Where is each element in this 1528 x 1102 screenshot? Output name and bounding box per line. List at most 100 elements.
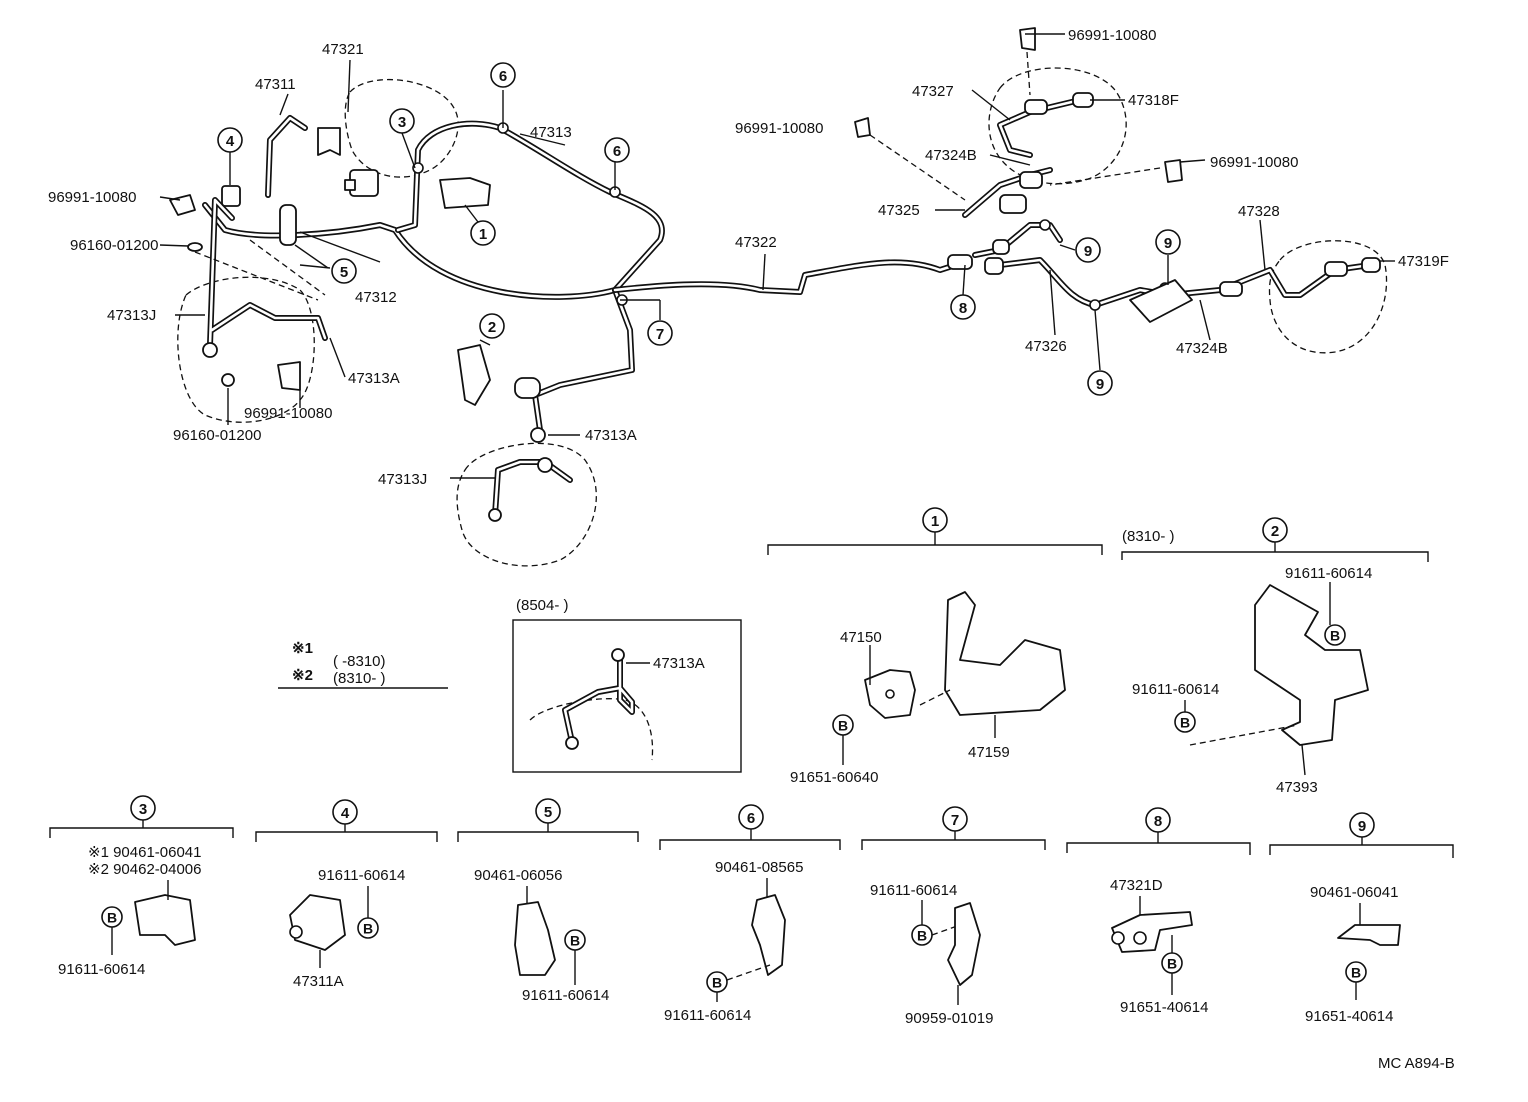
label-96160-bottom: 96160-01200 bbox=[173, 427, 261, 444]
g8-91651: 91651-40614 bbox=[1120, 999, 1208, 1016]
note1-mark: ※1 bbox=[292, 640, 313, 657]
g3-note2: ※2 90462-04006 bbox=[88, 861, 202, 878]
note2-mark: ※2 bbox=[292, 667, 313, 684]
svg-text:7: 7 bbox=[656, 326, 664, 343]
svg-text:6: 6 bbox=[613, 143, 621, 160]
label-47322: 47322 bbox=[735, 234, 777, 251]
svg-text:3: 3 bbox=[139, 801, 147, 818]
callout-6a: 6 bbox=[490, 62, 516, 88]
brake-pipes bbox=[202, 97, 1373, 518]
label-47324B-bottom: 47324B bbox=[1176, 340, 1228, 357]
svg-text:4: 4 bbox=[226, 133, 235, 150]
svg-text:1: 1 bbox=[931, 513, 939, 530]
group-3: 3 ※1 90461-06041 ※2 90462-04006 91611-60… bbox=[49, 795, 234, 978]
g4-91611: 91611-60614 bbox=[318, 867, 405, 884]
group-7: 7 91611-60614 90959-01019 bbox=[861, 806, 1046, 1027]
g2-91611-b: 91611-60614 bbox=[1132, 681, 1219, 698]
label-96991-bottom: 96991-10080 bbox=[244, 405, 332, 422]
label-47326: 47326 bbox=[1025, 338, 1067, 355]
wheel-outline-center bbox=[456, 442, 597, 567]
wheel-outline-rear-top bbox=[988, 67, 1127, 185]
g3-91611: 91611-60614 bbox=[58, 961, 145, 978]
g5-90461: 90461-06056 bbox=[474, 867, 562, 884]
g3-note1: ※1 90461-06041 bbox=[88, 844, 202, 861]
g1-47150: 47150 bbox=[840, 629, 882, 646]
main-part-labels: 47321 47311 47313 96991-10080 96160-0120… bbox=[48, 27, 1449, 488]
label-47318F: 47318F bbox=[1128, 92, 1179, 109]
note1-range: ( -8310) bbox=[333, 653, 386, 670]
g6-90461: 90461-08565 bbox=[715, 859, 803, 876]
label-47321: 47321 bbox=[322, 41, 364, 58]
callout-9a: 9 bbox=[1075, 237, 1101, 263]
label-47324B-top: 47324B bbox=[925, 147, 977, 164]
svg-text:9: 9 bbox=[1096, 376, 1104, 393]
g1-47159: 47159 bbox=[968, 744, 1010, 761]
label-47313J-center: 47313J bbox=[378, 471, 427, 488]
svg-text:9: 9 bbox=[1164, 235, 1172, 252]
callouts: 4 3 6 6 1 5 2 7 8 9 9 9 bbox=[217, 62, 1181, 396]
callout-2: 2 bbox=[479, 313, 505, 339]
callout-9c: 9 bbox=[1087, 370, 1113, 396]
svg-text:9: 9 bbox=[1084, 243, 1092, 260]
g6-91611: 91611-60614 bbox=[664, 1007, 751, 1024]
label-96991-top: 96991-10080 bbox=[1068, 27, 1156, 44]
leader-lines bbox=[159, 33, 1395, 479]
wheel-outline-rear-right bbox=[1268, 240, 1388, 354]
svg-text:6: 6 bbox=[499, 68, 507, 85]
label-47327: 47327 bbox=[912, 83, 954, 100]
svg-text:5: 5 bbox=[340, 264, 348, 281]
callout-1: 1 bbox=[470, 220, 496, 246]
callout-5: 5 bbox=[331, 258, 357, 284]
wheel-outline-front bbox=[344, 79, 459, 178]
diagram-code: MC A894-B bbox=[1378, 1055, 1455, 1072]
label-47312: 47312 bbox=[355, 289, 397, 306]
inset-range: (8504- ) bbox=[516, 597, 569, 614]
svg-text:4: 4 bbox=[341, 805, 350, 822]
svg-text:1: 1 bbox=[479, 226, 487, 243]
label-47328: 47328 bbox=[1238, 203, 1280, 220]
label-96160-left: 96160-01200 bbox=[70, 237, 158, 254]
callout-3: 3 bbox=[389, 108, 415, 134]
svg-text:7: 7 bbox=[951, 812, 959, 829]
group-6: 6 90461-08565 91611-60614 bbox=[659, 804, 841, 1024]
g5-91611: 91611-60614 bbox=[522, 987, 609, 1004]
label-47313A-center: 47313A bbox=[585, 427, 637, 444]
group-8: 8 47321D 91651-40614 bbox=[1066, 807, 1251, 1016]
callout-8: 8 bbox=[950, 294, 976, 320]
g2-47393: 47393 bbox=[1276, 779, 1318, 796]
label-47313A-left: 47313A bbox=[348, 370, 400, 387]
callout-6b: 6 bbox=[604, 137, 630, 163]
g2-91611-a: 91611-60614 bbox=[1285, 565, 1372, 582]
group-5: 5 90461-06056 91611-60614 bbox=[457, 798, 639, 1004]
group-2: (8310- ) 2 91611-60614 91611-60614 47393 bbox=[1121, 517, 1429, 796]
g8-47321D: 47321D bbox=[1110, 877, 1163, 894]
label-96991-left: 96991-10080 bbox=[48, 189, 136, 206]
callout-7: 7 bbox=[647, 320, 673, 346]
label-47313: 47313 bbox=[530, 124, 572, 141]
label-47319F: 47319F bbox=[1398, 253, 1449, 270]
g9-90461: 90461-06041 bbox=[1310, 884, 1398, 901]
g9-91651: 91651-40614 bbox=[1305, 1008, 1393, 1025]
label-47311: 47311 bbox=[255, 76, 296, 93]
svg-text:5: 5 bbox=[544, 804, 552, 821]
note2-range: (8310- ) bbox=[333, 670, 386, 687]
g2-range: (8310- ) bbox=[1122, 528, 1175, 545]
g1-91651-60640: 91651-60640 bbox=[790, 769, 878, 786]
label-96991-mid: 96991-10080 bbox=[735, 120, 823, 137]
svg-text:8: 8 bbox=[959, 300, 967, 317]
g7-90959: 90959-01019 bbox=[905, 1010, 993, 1027]
group-1: 1 47150 91651-60640 47159 bbox=[767, 507, 1103, 786]
wheel-outline-left bbox=[177, 276, 315, 423]
inset-label-47313A: 47313A bbox=[653, 655, 705, 672]
group-4: 4 91611-60614 47311A bbox=[255, 799, 438, 990]
svg-text:9: 9 bbox=[1358, 818, 1366, 835]
g7-91611: 91611-60614 bbox=[870, 882, 957, 899]
fittings bbox=[169, 27, 1381, 522]
inset-8504: (8504- ) 47313A bbox=[512, 597, 742, 773]
label-47325: 47325 bbox=[878, 202, 920, 219]
g4-47311A: 47311A bbox=[293, 973, 344, 990]
callout-9b: 9 bbox=[1155, 229, 1181, 255]
svg-text:2: 2 bbox=[1271, 523, 1279, 540]
group-9: 9 90461-06041 91651-40614 bbox=[1269, 812, 1454, 1025]
